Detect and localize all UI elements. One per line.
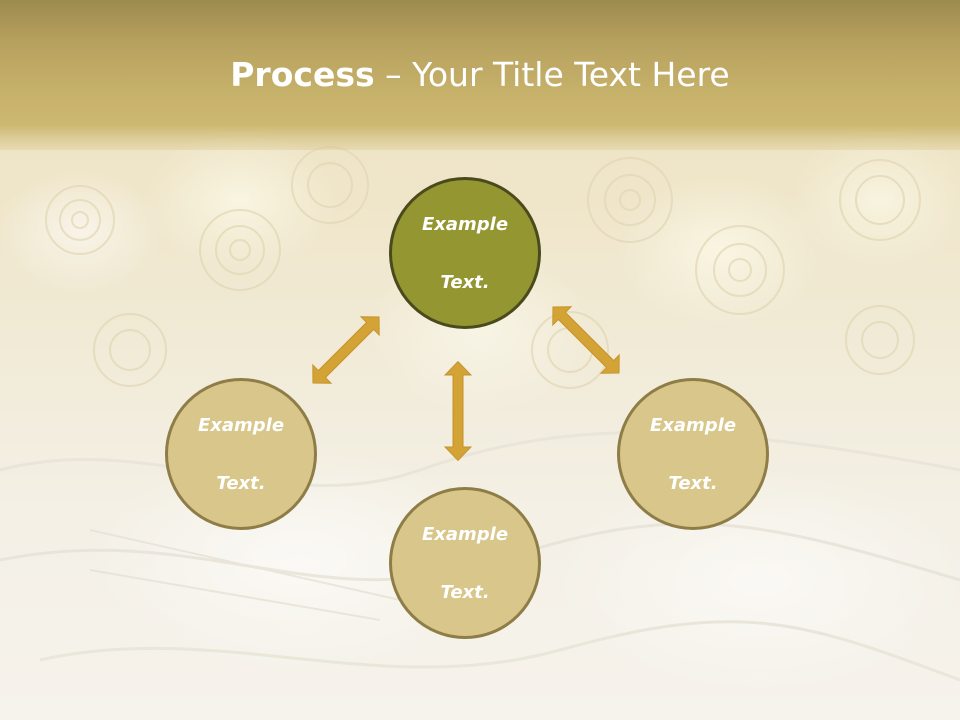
- right-node-line2: Text.: [668, 472, 718, 494]
- arrow-center-left: [303, 307, 389, 393]
- bottom-node-line2: Text.: [440, 581, 490, 603]
- arrow-center-right: [543, 297, 629, 383]
- title-bold-text: Process: [230, 55, 375, 94]
- title-rest-text: – Your Title Text Here: [374, 55, 730, 94]
- title-bar: [0, 0, 960, 150]
- center-node-line1: Example: [421, 213, 509, 235]
- slide-title: Process – Your Title Text Here: [0, 50, 960, 100]
- right-node-line1: Example: [649, 414, 737, 436]
- left-node-line2: Text.: [216, 472, 266, 494]
- arrow-center-bottom: [444, 361, 472, 461]
- center-node-line2: Text.: [440, 271, 490, 293]
- left-node-line1: Example: [197, 414, 285, 436]
- bottom-node-line1: Example: [421, 523, 509, 545]
